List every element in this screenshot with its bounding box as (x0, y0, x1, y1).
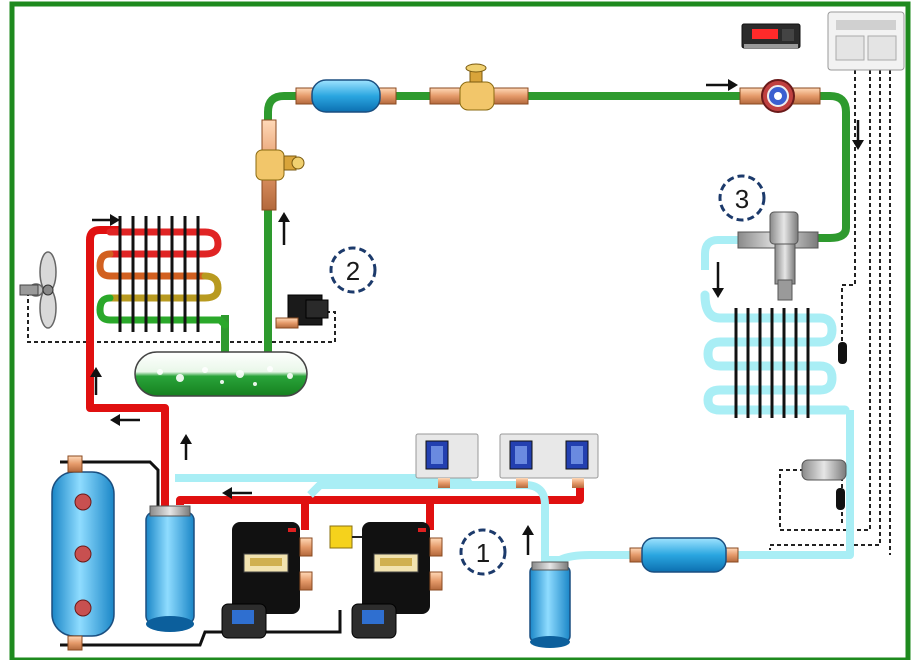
ball-valve-icon (256, 120, 304, 210)
marker-1-label: 1 (476, 538, 490, 568)
arrow-right-icon (706, 79, 738, 91)
ball-valve-icon (430, 64, 528, 110)
condenser-fan-icon (20, 252, 56, 328)
arrow-down-icon (712, 262, 724, 298)
arrow-down-icon (852, 120, 864, 150)
control-module-icon (828, 12, 904, 70)
vertical-tank-icon (52, 456, 114, 650)
expansion-valve-icon (738, 212, 818, 300)
solenoid-valve-icon (276, 295, 328, 328)
marker-3: 3 (720, 176, 764, 220)
arrow-up-icon (522, 525, 534, 555)
controller-display-icon (742, 24, 800, 48)
arrow-up-icon (180, 434, 192, 460)
filter-drier-icon (296, 80, 396, 112)
junction-box-icon (330, 526, 362, 548)
condenser-coil-icon (100, 216, 225, 332)
compressor-icon (232, 522, 312, 614)
marker-2-label: 2 (346, 256, 360, 286)
marker-1: 1 (461, 530, 505, 574)
evaporator-coil-icon (705, 295, 845, 418)
arrow-right-icon (92, 214, 120, 226)
suction-filter-icon (630, 538, 738, 572)
marker-2: 2 (331, 248, 375, 292)
compressor-icon (362, 522, 442, 614)
dual-pressure-switch-icon (500, 434, 598, 488)
sight-glass-icon (740, 80, 820, 112)
oil-separator-icon (146, 506, 194, 632)
arrow-up-icon (278, 212, 290, 245)
suction-accumulator-icon (530, 562, 570, 648)
marker-3-label: 3 (735, 184, 749, 214)
liquid-receiver-icon (135, 352, 307, 396)
arrow-left-icon (110, 414, 140, 426)
pressure-transducer-icon (802, 460, 846, 480)
